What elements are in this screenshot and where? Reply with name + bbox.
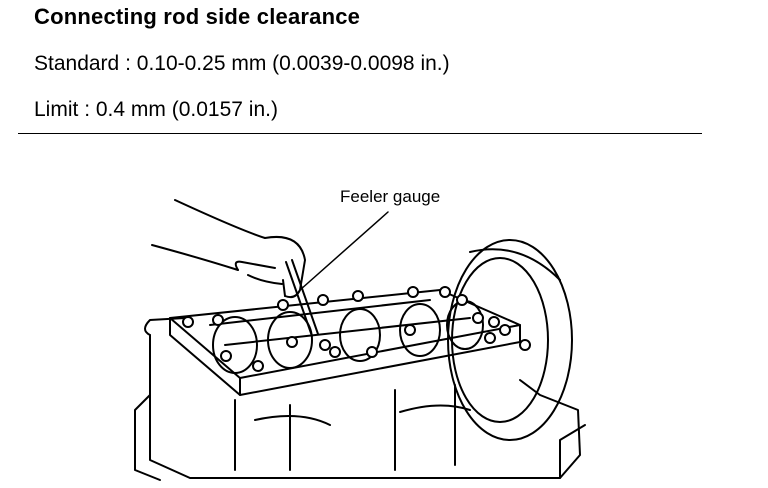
engine-illustration	[134, 199, 586, 481]
feeler-gauge-callout: Feeler gauge	[340, 187, 441, 206]
callout-leader	[299, 211, 389, 291]
limit-spec-line: Limit : 0.4 mm (0.0157 in.)	[34, 98, 278, 122]
limit-separator: :	[84, 98, 91, 121]
standard-separator: :	[125, 52, 131, 75]
section-divider	[18, 133, 702, 134]
feeler-gauge	[285, 259, 319, 337]
cap-bolts	[182, 286, 531, 372]
limit-label: Limit	[34, 98, 79, 121]
standard-spec-line: Standard : 0.10-0.25 mm (0.0039-0.0098 i…	[34, 52, 450, 76]
standard-value: 0.10-0.25 mm (0.0039-0.0098 in.)	[136, 52, 450, 75]
hand	[151, 199, 306, 299]
standard-label: Standard	[34, 52, 120, 75]
crankcase	[134, 317, 586, 481]
spec-heading: Connecting rod side clearance	[34, 4, 361, 29]
flywheel	[447, 239, 573, 441]
bearing-cap-plate	[169, 289, 521, 396]
limit-value: 0.4 mm (0.0157 in.)	[95, 98, 278, 121]
